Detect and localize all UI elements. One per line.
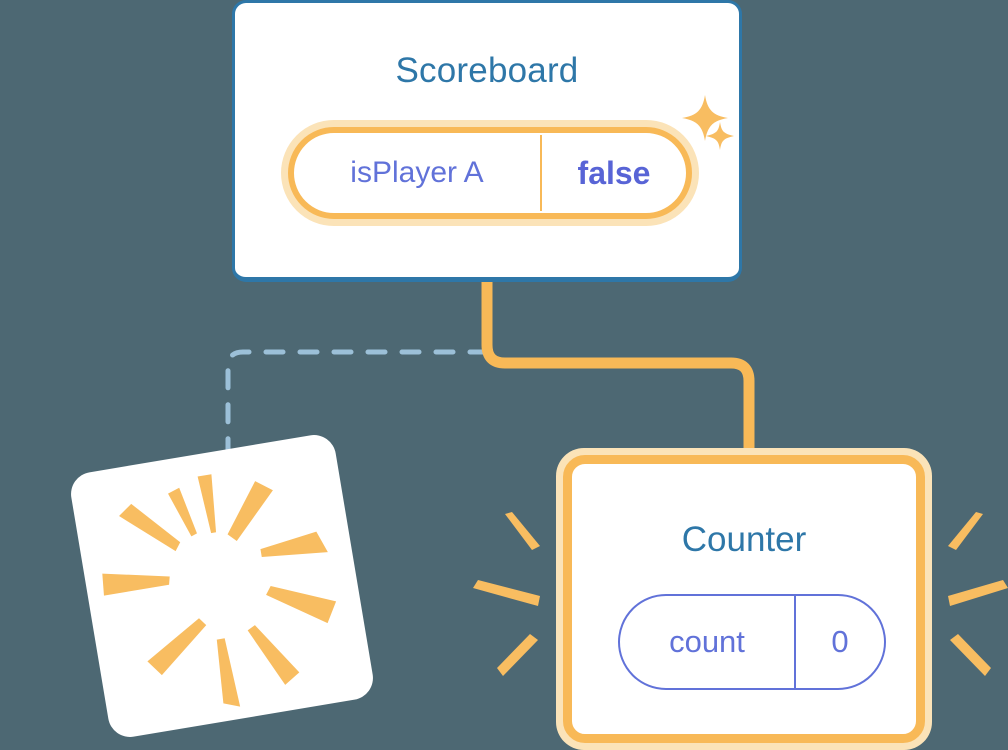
counter-state-value: 0 xyxy=(831,624,849,659)
counter-state-pill[interactable]: count 0 xyxy=(618,594,886,690)
pill-divider xyxy=(540,135,542,211)
counter-ray-left xyxy=(497,634,538,676)
sparkle-large-icon xyxy=(682,95,728,141)
counter-ray-left xyxy=(505,512,540,550)
burst-ray xyxy=(260,531,328,558)
scoreboard-state-key: isPlayer A xyxy=(350,156,484,189)
counter-ray-left xyxy=(473,580,540,606)
pill-divider xyxy=(794,596,796,688)
dashed-connector xyxy=(225,349,490,481)
counter-card-inner: Counter count 0 xyxy=(563,455,925,743)
orange-connector xyxy=(481,282,755,452)
burst-ray xyxy=(266,585,337,624)
burst-ray xyxy=(197,474,217,534)
burst-ray xyxy=(168,487,197,537)
counter-ray-right xyxy=(948,580,1008,606)
counter-state-key: count xyxy=(669,624,745,659)
counter-card[interactable]: Counter count 0 xyxy=(556,448,932,750)
burst-ray xyxy=(227,481,273,541)
burst-rays xyxy=(102,474,337,707)
sparkle-small-icon xyxy=(706,122,734,150)
scoreboard-state-pill-inner: isPlayer A false xyxy=(288,127,692,219)
burst-card[interactable] xyxy=(67,431,377,741)
burst-ray xyxy=(119,503,181,552)
scoreboard-card[interactable]: Scoreboard isPlayer A false xyxy=(232,0,742,282)
burst-ray xyxy=(147,618,207,676)
scoreboard-title: Scoreboard xyxy=(395,51,579,90)
counter-title: Counter xyxy=(681,520,807,559)
burst-ray xyxy=(102,573,170,596)
burst-ray xyxy=(216,638,241,707)
burst-ray xyxy=(247,625,300,685)
counter-ray-right xyxy=(948,512,983,550)
scoreboard-state-pill[interactable]: isPlayer A false xyxy=(281,120,699,226)
scoreboard-state-value: false xyxy=(577,154,651,191)
counter-ray-right xyxy=(950,634,991,676)
